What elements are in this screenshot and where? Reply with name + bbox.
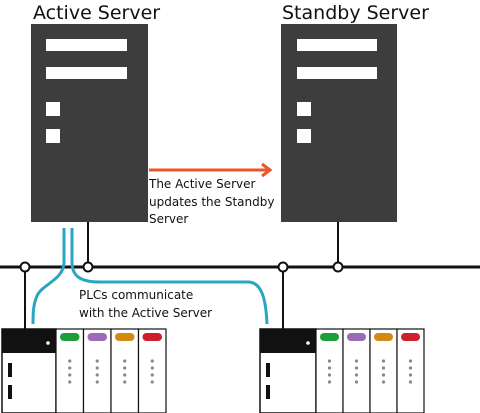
plc-io-terminal-dot [95, 359, 99, 363]
plc-io-terminal-dot [150, 359, 154, 363]
plc-io-terminal-dot [327, 366, 332, 370]
plc-io-terminal-dot [150, 373, 154, 377]
standby-server-button [297, 102, 311, 116]
left-plc-rack [1, 328, 167, 413]
bus-node [82, 261, 94, 273]
plc-io-status-indicator [374, 333, 393, 341]
plc-io-terminal-dot [123, 359, 127, 363]
plc-io-status-indicator [320, 333, 339, 341]
standby-server-button [297, 129, 311, 143]
standby-server-drive-bay [297, 67, 377, 79]
plc-cpu-port [8, 363, 12, 377]
plc-io-terminal-dot [68, 380, 72, 384]
plc-io-module [82, 328, 112, 413]
plc-io-terminal-dot [150, 366, 154, 370]
active-server-drive-bay [46, 39, 127, 51]
plc-io-terminal-dot [123, 380, 127, 384]
plc-io-terminal-dot [381, 380, 386, 384]
active-server-drive-bay [46, 67, 127, 79]
standby-server [281, 24, 397, 222]
plc-io-terminal-dot [68, 366, 72, 370]
active-server-button [46, 129, 60, 143]
plc-io-module [342, 328, 371, 413]
plc-io-terminal-dot [95, 366, 99, 370]
plc-cpu-header [2, 329, 56, 353]
standby-server-title: Standby Server [282, 2, 429, 24]
bus-node [332, 261, 344, 273]
standby-server-drive-bay [297, 39, 377, 51]
sync-arrow [149, 162, 273, 178]
active-server-title: Active Server [33, 2, 160, 24]
plc-cpu-port [8, 385, 12, 399]
plc-io-terminal-dot [381, 366, 386, 370]
plc-io-terminal-dot [95, 373, 99, 377]
plc-io-module [315, 328, 344, 413]
plc-io-module [55, 328, 85, 413]
plc-io-status-indicator [87, 333, 107, 341]
plc-io-module [396, 328, 425, 413]
plc-io-terminal-dot [150, 380, 154, 384]
plc-io-terminal-dot [95, 380, 99, 384]
plc-io-terminal-dot [354, 380, 359, 384]
plc-io-status-indicator [347, 333, 366, 341]
plc-io-terminal-dot [68, 359, 72, 363]
update-caption-line1: The Active Server [148, 177, 255, 191]
plc-io-terminal-dot [327, 373, 332, 377]
plc-io-terminal-dot [381, 373, 386, 377]
bus-node [19, 261, 31, 273]
plc-io-terminal-dot [408, 373, 413, 377]
plc-io-status-indicator [60, 333, 80, 341]
right-plc-link [70, 228, 269, 325]
active-server-body [31, 24, 148, 222]
plc-io-terminal-dot [381, 359, 386, 363]
sync-arrow-head [261, 162, 273, 178]
plc-caption-line2: with the Active Server [79, 306, 212, 320]
plc-io-terminal-dot [408, 380, 413, 384]
plc-io-terminal-dot [408, 366, 413, 370]
active-server-button [46, 102, 60, 116]
plc-io-terminal-dot [123, 366, 127, 370]
plc-cpu-port [266, 385, 270, 399]
plc-communication-links [31, 228, 269, 325]
plc-io-module [110, 328, 140, 413]
right-plc-rack [259, 328, 425, 413]
plc-io-terminal-dot [327, 380, 332, 384]
plc-io-status-indicator [142, 333, 162, 341]
update-caption-line3: Server [149, 212, 188, 226]
standby-server-body [281, 24, 397, 222]
plc-caption-line1: PLCs communicate [79, 288, 193, 302]
left-plc-link [31, 228, 66, 325]
plc-io-status-indicator [115, 333, 135, 341]
plc-io-terminal-dot [123, 373, 127, 377]
plc-io-module [137, 328, 167, 413]
plc-cpu-port [266, 363, 270, 377]
plc-io-status-indicator [401, 333, 420, 341]
plc-cpu-led [306, 341, 310, 345]
plc-io-terminal-dot [354, 373, 359, 377]
plc-cpu-led [46, 341, 50, 345]
plc-io-terminal-dot [354, 359, 359, 363]
update-caption-line2: updates the Standby [149, 195, 274, 209]
plc-io-terminal-dot [354, 366, 359, 370]
plc-io-terminal-dot [408, 359, 413, 363]
bus-node [277, 261, 289, 273]
plc-io-module [369, 328, 398, 413]
plc-io-terminal-dot [327, 359, 332, 363]
active-server [31, 24, 148, 222]
plc-io-terminal-dot [68, 373, 72, 377]
plc-cpu-header [260, 329, 316, 353]
